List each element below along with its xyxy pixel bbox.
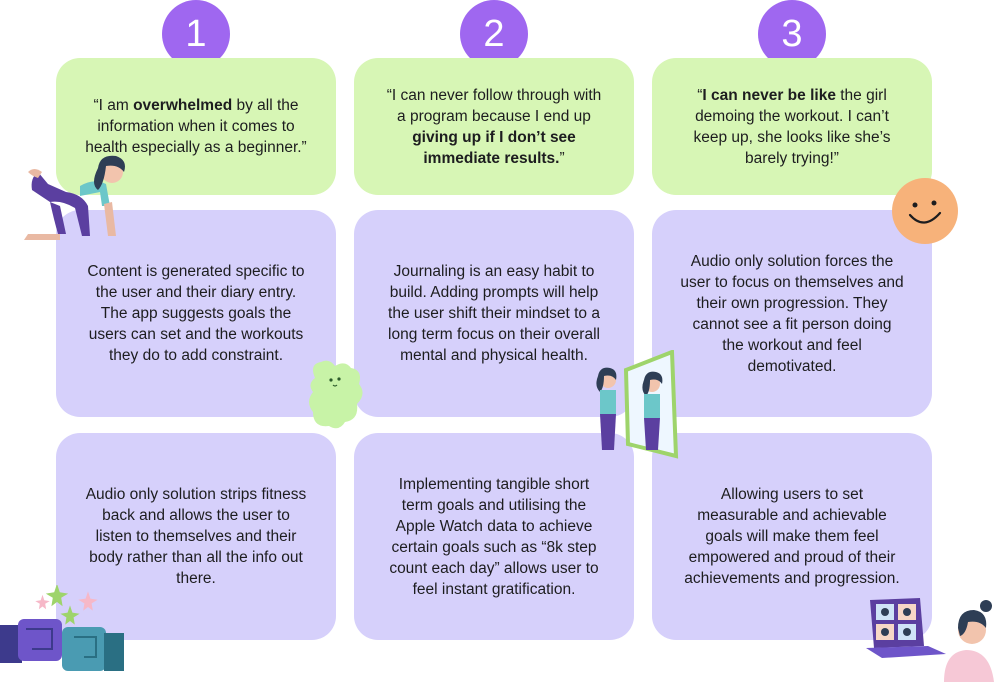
step-number-label: 2 [483,12,505,55]
video-call-laptop-illustration [866,598,994,682]
quote-fragment: “I can never follow through with a progr… [386,86,602,125]
quote-emphasis: overwhelmed [133,97,233,114]
quote-card-3: “I can never be like the girl demoing th… [652,58,932,195]
quote-text: “I can never be like the girl demoing th… [680,85,904,169]
solution-card-2: Implementing tangible short term goals a… [354,433,634,640]
insight-card-1: Content is generated specific to the use… [56,210,336,417]
mirror-reflection-illustration [596,350,679,459]
insight-card-2: Journaling is an easy habit to build. Ad… [354,210,634,417]
quote-text: “I can never follow through with a progr… [382,85,606,169]
insight-text: Content is generated specific to the use… [87,263,305,364]
solution-text: Allowing users to set measurable and ach… [684,486,900,587]
exercising-woman-illustration [24,155,125,240]
solution-text: Audio only solution strips fitness back … [85,486,307,587]
step-number-badge-3: 3 [758,0,826,68]
quote-fragment: ” [559,149,565,167]
insight-text: Journaling is an easy habit to build. Ad… [388,263,600,364]
quote-text: “I am overwhelmed by all the information… [84,95,308,158]
quote-fragment: the girl demoing the workout. I can’t ke… [693,86,891,167]
solution-card-1: Audio only solution strips fitness back … [56,433,336,640]
quote-fragment: “ [697,86,703,104]
insight-card-3: Audio only solution forces the user to f… [652,210,932,417]
step-number-label: 3 [781,12,803,55]
ghost-blob-icon [309,360,363,429]
quote-emphasis: giving up if I don’t see immediate resul… [412,128,576,167]
step-number-badge-2: 2 [460,0,528,68]
step-number-label: 1 [185,12,207,55]
quote-emphasis: I can never be like [702,86,836,104]
step-number-badge-1: 1 [162,0,230,68]
fist-bump-illustration [0,585,124,671]
insight-text: Audio only solution forces the user to f… [680,252,904,375]
quote-card-2: “I can never follow through with a progr… [354,58,634,195]
solution-text: Implementing tangible short term goals a… [389,475,599,598]
quote-fragment: by all the information when it comes to … [85,97,307,156]
quote-fragment: “I am [93,97,134,114]
smiley-face-icon [892,178,958,244]
